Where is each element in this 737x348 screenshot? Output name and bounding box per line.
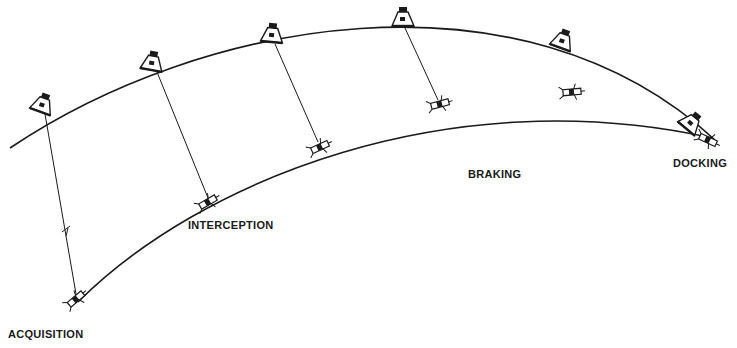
capsule-window [559, 38, 565, 43]
target-antenna [558, 83, 585, 101]
capsule-body [392, 12, 414, 26]
agena-target [693, 127, 723, 152]
line-of-sight [45, 114, 76, 294]
spacecraft-orbit [10, 27, 715, 148]
capsule-body [550, 31, 575, 52]
agena-target [193, 189, 224, 216]
target-band [204, 198, 211, 206]
agena-target [61, 285, 91, 314]
capsule-nose [692, 111, 701, 120]
capsule-nose [149, 51, 158, 57]
gemini-capsule [30, 90, 57, 115]
capsule-window [400, 17, 405, 21]
phase-label: BRAKING [468, 168, 521, 180]
gemini-capsule [140, 49, 165, 72]
agena-target [425, 93, 454, 115]
target-antenna [305, 134, 335, 159]
target-antenna [193, 189, 224, 216]
phase-label: DOCKING [673, 157, 727, 169]
capsule-body [140, 54, 164, 72]
line-of-sight [405, 28, 438, 100]
capsule-nose [41, 92, 50, 99]
phase-label: ACQUISITION [8, 328, 83, 340]
capsule-body [30, 95, 55, 116]
capsule-body [261, 27, 284, 43]
spacecraft-group [30, 7, 724, 313]
gemini-capsule [261, 22, 285, 43]
line-of-sight [275, 44, 318, 142]
target-body [67, 291, 85, 307]
line-of-sight-group [45, 28, 438, 294]
capsule-body [678, 111, 704, 136]
target-orbit [78, 121, 712, 302]
heat-shield [30, 108, 51, 116]
capsule-window [687, 120, 693, 126]
capsule-window [149, 61, 155, 66]
gemini-capsule [550, 26, 577, 51]
line-of-sight [157, 72, 208, 198]
target-body [431, 99, 450, 109]
target-band [569, 89, 575, 95]
capsule-window [269, 33, 274, 37]
target-antenna [693, 127, 723, 152]
heat-shield [678, 122, 695, 136]
agena-target [558, 83, 585, 101]
radar-beam-mark [62, 226, 70, 236]
capsule-nose [269, 23, 277, 29]
target-body [563, 88, 581, 96]
gemini-capsule [678, 107, 707, 136]
agena-target [305, 134, 335, 159]
heat-shield [392, 25, 414, 27]
capsule-nose [561, 28, 570, 35]
heat-shield [261, 41, 283, 43]
target-band [316, 143, 323, 151]
capsule-nose [399, 7, 407, 12]
heat-shield [140, 68, 162, 72]
target-antenna [61, 285, 91, 314]
gemini-capsule [392, 7, 414, 26]
target-band [72, 295, 80, 303]
capsule-window [39, 102, 45, 107]
target-antenna [425, 93, 454, 115]
phase-label: INTERCEPTION [188, 219, 274, 231]
target-band [704, 136, 711, 144]
target-band [436, 101, 442, 108]
heat-shield [550, 44, 571, 52]
